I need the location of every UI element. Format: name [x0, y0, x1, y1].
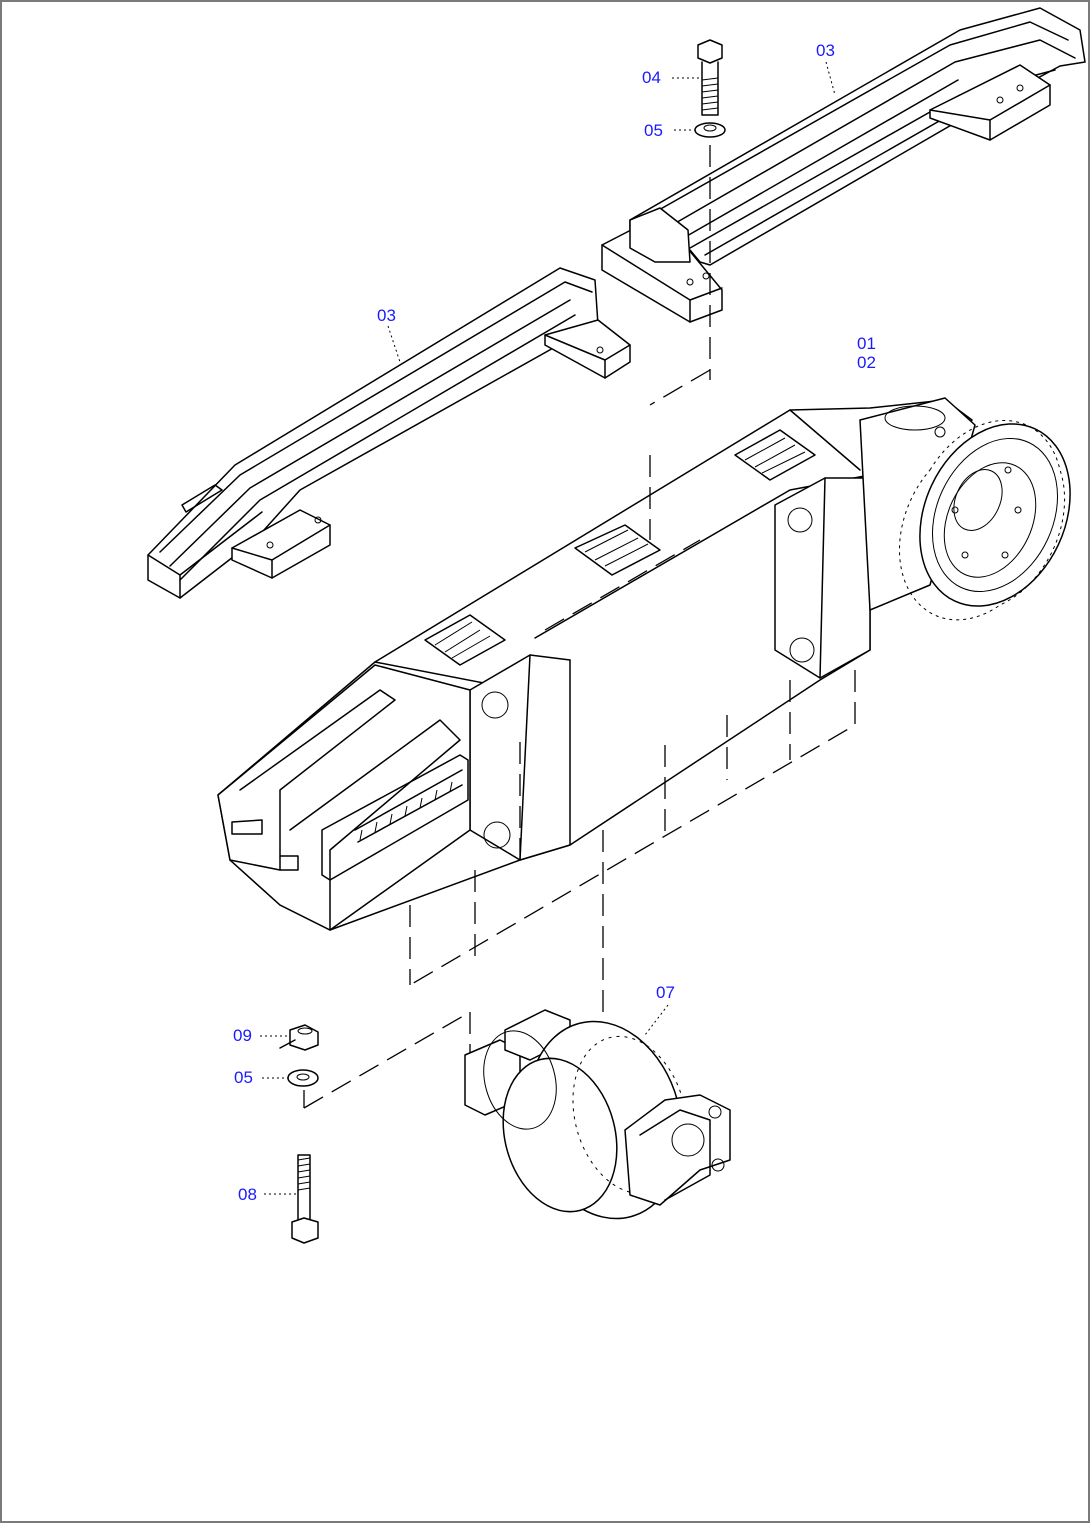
callout-washer-top: 05 [644, 121, 663, 140]
drive-flange [898, 419, 1071, 621]
hex-bolt-icon [697, 39, 723, 116]
callout-frame-b: 02 [857, 353, 876, 372]
track-roller-icon [464, 1009, 731, 1220]
assembly-lines [303, 145, 856, 1109]
track-frame [217, 397, 976, 931]
callout-washer-bottom: 05 [234, 1068, 253, 1087]
callout-rail-left: 03 [377, 306, 396, 325]
callout-rail-right: 03 [816, 41, 835, 60]
vent-slot-front [424, 614, 506, 666]
vent-slot-rear [734, 429, 816, 481]
hex-bolt-icon [291, 1154, 319, 1244]
washer-icon [694, 122, 726, 138]
callout-bolt-top: 04 [642, 68, 661, 87]
guide-rail-left [147, 267, 631, 599]
callout-bolt-bottom: 08 [238, 1185, 257, 1204]
guide-rail-right [601, 7, 1086, 323]
callout-frame-a: 01 [857, 334, 876, 353]
vent-slot-middle [574, 524, 661, 576]
callout-nut: 09 [233, 1026, 252, 1045]
washer-icon [287, 1069, 319, 1087]
callout-roller: 07 [656, 983, 675, 1002]
nut-icon [279, 1024, 319, 1051]
leader-lines [260, 61, 836, 1195]
